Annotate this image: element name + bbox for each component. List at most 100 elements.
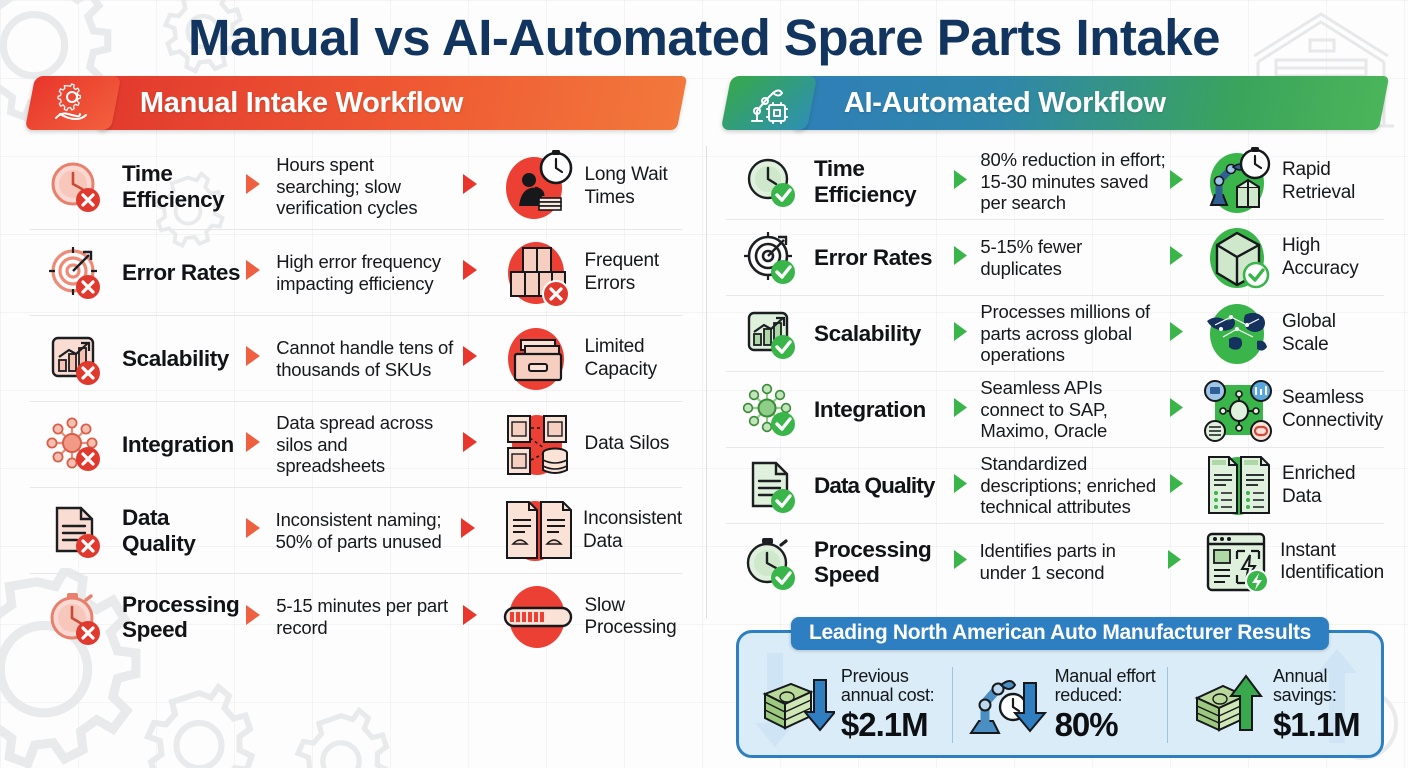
stopwatch-x-icon: [38, 588, 114, 646]
row-description: 80% reduction in effort; 15-30 minutes s…: [980, 149, 1166, 214]
robot-arm-chip-icon: [720, 76, 818, 130]
gear-watermark-bottom-center-left: [143, 682, 256, 768]
row-description: 5-15% fewer duplicates: [980, 235, 1083, 279]
arrow-icon: [244, 517, 276, 544]
arrow-icon: [952, 397, 980, 423]
stat-value: 80%: [1054, 706, 1119, 744]
arrow-icon: [459, 517, 493, 544]
arrow-icon: [1168, 397, 1198, 423]
stat-value: $1.1M: [1272, 706, 1361, 744]
row-label: Error Rates: [814, 244, 933, 270]
row-label: Data Quality: [122, 505, 196, 556]
loading-bar-icon: [495, 580, 581, 654]
file-drawer-icon: [495, 322, 581, 396]
document-check-icon: [734, 458, 808, 514]
target-x-icon: [38, 244, 114, 302]
arrow-icon: [1168, 473, 1198, 499]
arrow-icon: [1166, 549, 1196, 575]
stat-manual-effort-reduced: Manual effort reduced: 80%: [952, 666, 1166, 744]
row-outcome: High Accuracy: [1282, 235, 1359, 279]
box-check-icon: [1198, 223, 1278, 293]
arrow-icon: [461, 345, 495, 372]
manual-workflow-badge-label: Manual Intake Workflow: [140, 86, 464, 119]
network-x-icon: [38, 416, 114, 474]
arrow-icon: [952, 169, 980, 195]
stat-caption-line1: Annual: [1272, 665, 1328, 686]
row-outcome: Rapid Retrieval: [1282, 159, 1356, 203]
row-label: Time Efficiency: [814, 156, 917, 207]
cash-stack-down-arrow-icon: [762, 678, 835, 732]
results-stats: Previous annual cost: $2.1M Man: [739, 661, 1381, 749]
row-outcome: Global Scale: [1282, 311, 1336, 355]
row-outcome: Seamless Connectivity: [1282, 387, 1384, 431]
globe-network-icon: [1198, 299, 1278, 369]
ai-workflow-badge: AI-Automated Workflow: [720, 76, 1390, 130]
enriched-documents-icon: [1198, 451, 1278, 521]
manual-rows: Time Efficiency Hours spent searching; s…: [30, 144, 682, 660]
row-description: Data spread across silos and spreadsheet…: [276, 412, 434, 477]
row-description: Standardized descriptions; enriched tech…: [980, 453, 1156, 518]
arrow-icon: [461, 431, 495, 458]
manual-workflow-badge-bar: Manual Intake Workflow: [96, 76, 688, 130]
stat-value: $2.1M: [840, 706, 929, 744]
table-row: Processing Speed Identifies parts in und…: [726, 524, 1384, 600]
network-check-icon: [734, 382, 808, 438]
results-panel: Leading North American Auto Manufacturer…: [736, 617, 1384, 758]
row-description: Processes millions of parts across globa…: [980, 301, 1150, 366]
table-row: Data Quality Standardized descriptions; …: [726, 448, 1384, 524]
connected-systems-icon: [1198, 375, 1278, 445]
screen-bolt-icon: [1196, 527, 1276, 597]
row-label: Data Quality: [814, 472, 935, 498]
row-description: Seamless APIs connect to SAP, Maximo, Or…: [980, 377, 1108, 442]
arrow-icon: [952, 473, 980, 499]
arrow-icon: [244, 604, 276, 631]
row-outcome: Frequent Errors: [584, 250, 660, 294]
cash-stack-up-arrow-icon: [1194, 674, 1263, 732]
ai-workflow-badge-bar: AI-Automated Workflow: [792, 76, 1390, 130]
table-row: Integration Seamless APIs connect to SAP…: [726, 372, 1384, 448]
stat-caption-line2: annual cost:: [840, 685, 935, 706]
row-outcome: Limited Capacity: [584, 336, 658, 380]
table-row: Scalability Cannot handle tens of thousa…: [30, 316, 682, 402]
row-outcome: Enriched Data: [1282, 463, 1356, 507]
page-title: Manual vs AI-Automated Spare Parts Intak…: [188, 9, 1220, 66]
damaged-boxes-x-icon: [495, 236, 581, 310]
row-label: Error Rates: [122, 259, 241, 285]
clock-check-icon: [734, 154, 808, 210]
row-label: Scalability: [122, 345, 229, 371]
ai-workflow-badge-label: AI-Automated Workflow: [844, 86, 1166, 119]
row-label: Scalability: [814, 320, 921, 346]
target-check-icon: [734, 230, 808, 286]
row-description: 5-15 minutes per part record: [276, 595, 448, 638]
arrow-icon: [1168, 321, 1198, 347]
table-row: Time Efficiency 80% reduction in effort;…: [726, 144, 1384, 220]
arrow-icon: [461, 173, 495, 200]
stopwatch-check-icon: [734, 534, 808, 590]
stat-caption-line1: Previous: [840, 665, 909, 686]
gear-in-hand-icon: [24, 76, 122, 130]
arrow-icon: [461, 604, 495, 631]
row-label: Integration: [122, 431, 234, 457]
table-row: Error Rates High error frequency impacti…: [30, 230, 682, 316]
row-label: Processing Speed: [814, 536, 932, 587]
arrow-icon: [244, 345, 276, 372]
arrow-icon: [952, 321, 980, 347]
bar-chart-x-icon: [38, 330, 114, 388]
arrow-icon: [244, 259, 276, 286]
manual-workflow-column: Manual Intake Workflow Time Efficiency: [24, 76, 688, 660]
table-row: Processing Speed 5-15 minutes per part r…: [30, 574, 682, 660]
manual-workflow-badge: Manual Intake Workflow: [24, 76, 688, 130]
ai-rows: Time Efficiency 80% reduction in effort;…: [726, 144, 1384, 600]
robot-clock-down-arrow-icon: [968, 679, 1047, 734]
column-divider: [706, 146, 707, 618]
bar-chart-check-icon: [734, 306, 808, 362]
arrow-icon: [1168, 169, 1198, 195]
stat-caption-line2: reduced:: [1054, 685, 1123, 706]
table-row: Scalability Processes millions of parts …: [726, 296, 1384, 372]
row-outcome: Instant Identification: [1280, 539, 1384, 583]
stat-previous-annual-cost: Previous annual cost: $2.1M: [739, 665, 952, 744]
arrow-icon: [461, 259, 495, 286]
arrow-icon: [952, 549, 980, 575]
arrow-icon: [952, 245, 980, 271]
row-label: Time Efficiency: [122, 161, 225, 212]
